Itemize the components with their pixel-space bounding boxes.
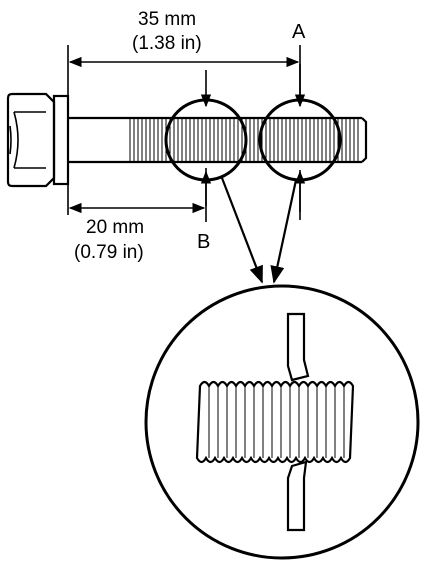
gauge-blade-top (286, 312, 310, 382)
detail-thread-shaft (195, 380, 355, 464)
gauge-blade-bottom (286, 460, 308, 532)
detail-view (144, 284, 420, 560)
point-b-label: B (197, 231, 210, 253)
bolt-head (6, 92, 70, 188)
detail-circle (144, 284, 420, 560)
leader-arrow-a-detail (270, 179, 298, 284)
dimension-b-imperial: (0.79 in) (74, 242, 144, 263)
bolt-shank (68, 116, 368, 164)
dimension-b-metric: 20 mm (86, 217, 144, 238)
leader-arrow-b-detail (220, 177, 264, 284)
point-a-label: A (292, 21, 306, 43)
inspection-circle-a (258, 98, 342, 182)
dimension-a-metric: 35 mm (138, 9, 196, 30)
dimension-a-imperial: (1.38 in) (132, 33, 202, 54)
